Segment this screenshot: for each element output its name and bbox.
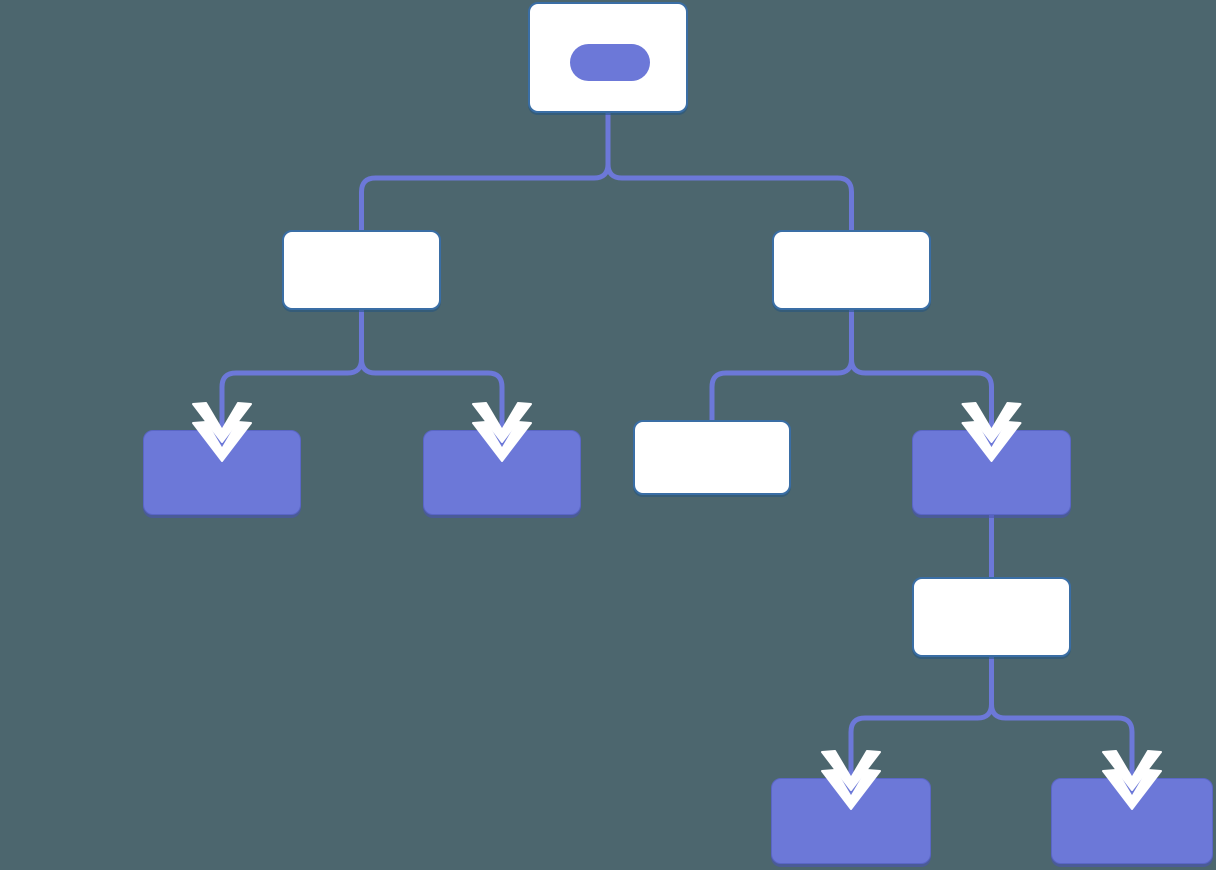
arrowhead-double-chevron-down-icon: [821, 750, 881, 810]
diagram-edge-e4: [359, 310, 505, 452]
diagram-node-n7[interactable]: [912, 430, 1071, 515]
diagram-node-n9[interactable]: [771, 778, 931, 864]
arrowhead-double-chevron-down-icon: [1102, 750, 1162, 810]
diagram-node-n10[interactable]: [1051, 778, 1213, 864]
diagram-edge-e6: [849, 310, 994, 452]
diagram-node-n4[interactable]: [143, 430, 301, 515]
diagram-node-n5[interactable]: [423, 430, 581, 515]
diagram-node-n3[interactable]: [772, 230, 931, 310]
diagram-node-n6[interactable]: [633, 420, 791, 495]
diagram-node-n8[interactable]: [912, 577, 1071, 657]
arrowhead-double-chevron-down-icon: [472, 402, 532, 462]
diagram-node-n2[interactable]: [282, 230, 441, 310]
diagram-node-n1[interactable]: [528, 2, 688, 113]
node-badge-pill: [570, 44, 650, 81]
diagram-edge-e9: [989, 657, 1135, 800]
arrowhead-double-chevron-down-icon: [192, 402, 252, 462]
arrowhead-double-chevron-down-icon: [961, 402, 1022, 462]
diagram-edge-e2: [605, 113, 854, 298]
